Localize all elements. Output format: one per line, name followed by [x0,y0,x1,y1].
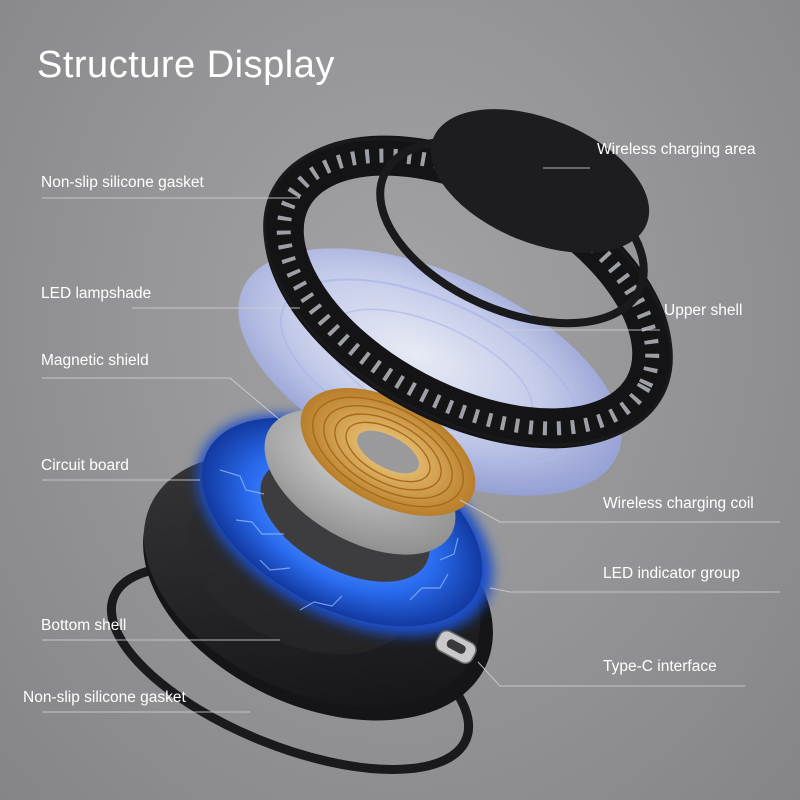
label-led-lampshade: LED lampshade [41,285,152,302]
label-magnetic-shield: Magnetic shield [41,352,149,369]
wireless-charging-area-disc [430,109,650,253]
type-c-connector [435,629,477,665]
label-wireless-charging-area: Wireless charging area [597,141,756,158]
label-wireless-charging-coil: Wireless charging coil [603,495,754,512]
label-lower-silicone-gasket: Non-slip silicone gasket [23,689,186,706]
page-title: Structure Display [37,44,335,86]
label-circuit-board: Circuit board [41,457,129,474]
label-type-c-interface: Type-C interface [603,658,717,675]
label-bottom-shell: Bottom shell [41,617,127,634]
leader-lines [42,167,780,713]
label-upper-shell: Upper shell [664,302,743,319]
label-led-indicator-group: LED indicator group [603,565,740,582]
label-upper-silicone-gasket: Non-slip silicone gasket [41,174,204,191]
